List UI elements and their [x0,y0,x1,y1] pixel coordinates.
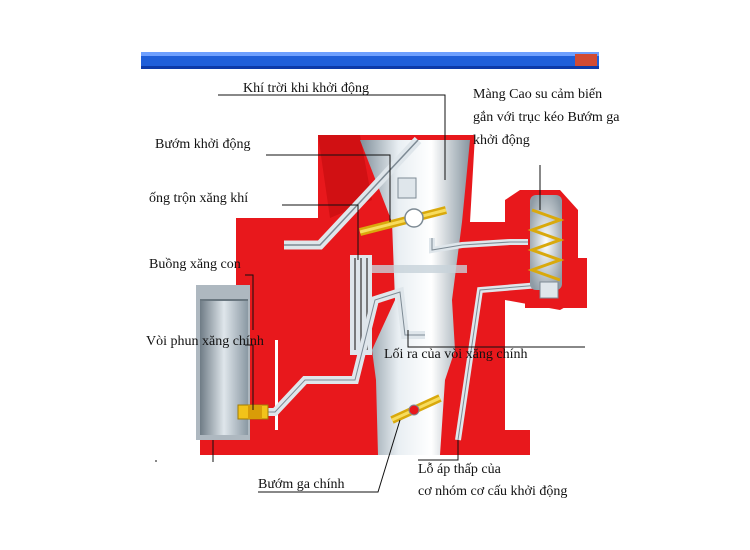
main-throttle-valve [390,394,442,424]
float-bowl [196,285,250,440]
label-lo-ap-thap-line2: cơ nhóm cơ cấu khởi động [418,484,568,499]
diaphragm-rod [429,238,528,254]
rubber-diaphragm [527,195,565,299]
choke-valve [359,177,447,236]
window-title-bar [141,52,599,69]
label-ong-tron: ống trộn xăng khí [149,191,249,206]
label-buom-ga-chinh: Bướm ga chính [258,477,345,492]
label-buom-khoi-dong: Bướm khởi động [155,137,251,152]
label-voi-phun: Vòi phun xăng chính [146,334,264,349]
label-khi-troi: Khí trời khi khởi động [243,81,370,96]
main-jet [237,404,269,420]
leader-lines [155,94,585,493]
main-venturi-channel [360,140,470,455]
main-fuel-passage [255,286,425,416]
low-pressure-passage [455,282,541,441]
label-loi-ra: Lối ra của vòi xăng chính [384,347,528,362]
label-mang-cao-su: Màng Cao su cảm biến gắn với trục kéo Bư… [473,87,620,148]
label-buong-xang-con: Buồng xăng con [149,257,241,272]
label-lo-ap-thap-line1: Lỗ áp thấp của [418,462,501,477]
choke-air-tube [284,136,422,250]
